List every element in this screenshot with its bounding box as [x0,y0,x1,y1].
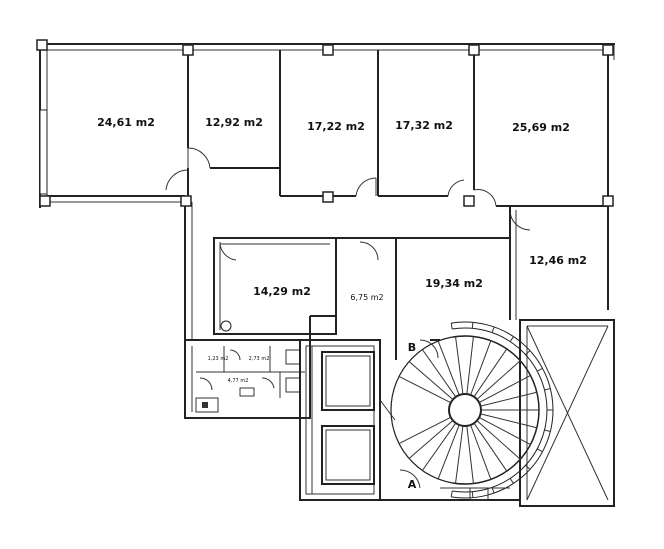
room-area-office-2: 12,92 m2 [205,116,263,129]
room-area-office-5: 25,69 m2 [512,121,570,134]
room-area-office-6: 12,46 m2 [529,254,587,267]
room-area-office-4: 17,32 m2 [395,119,453,132]
room-area-storage: 6,75 m2 [350,293,383,302]
room-area-meeting-room: 14,29 m2 [253,285,311,298]
top-partitions [187,50,608,207]
room-area-wc-2: 2,73 m2 [249,356,270,362]
room-area-office-1: 24,61 m2 [97,116,155,129]
spiral-stair [390,321,554,499]
room-area-hall: 19,34 m2 [425,277,483,290]
entrance-marker-b: B [408,341,416,354]
elevator-core [299,339,381,501]
lower-walls [380,339,520,501]
room-area-office-3: 17,22 m2 [307,120,365,133]
middle-block [185,206,517,341]
outer-walls [39,43,615,340]
entrance-marker-a: A [408,478,417,491]
wc-block [184,339,311,419]
light-well [519,319,615,507]
pillars [36,39,614,207]
room-area-wc-corridor: 4,77 m2 [228,378,249,384]
room-area-wc-1: 1,23 m2 [208,356,229,362]
